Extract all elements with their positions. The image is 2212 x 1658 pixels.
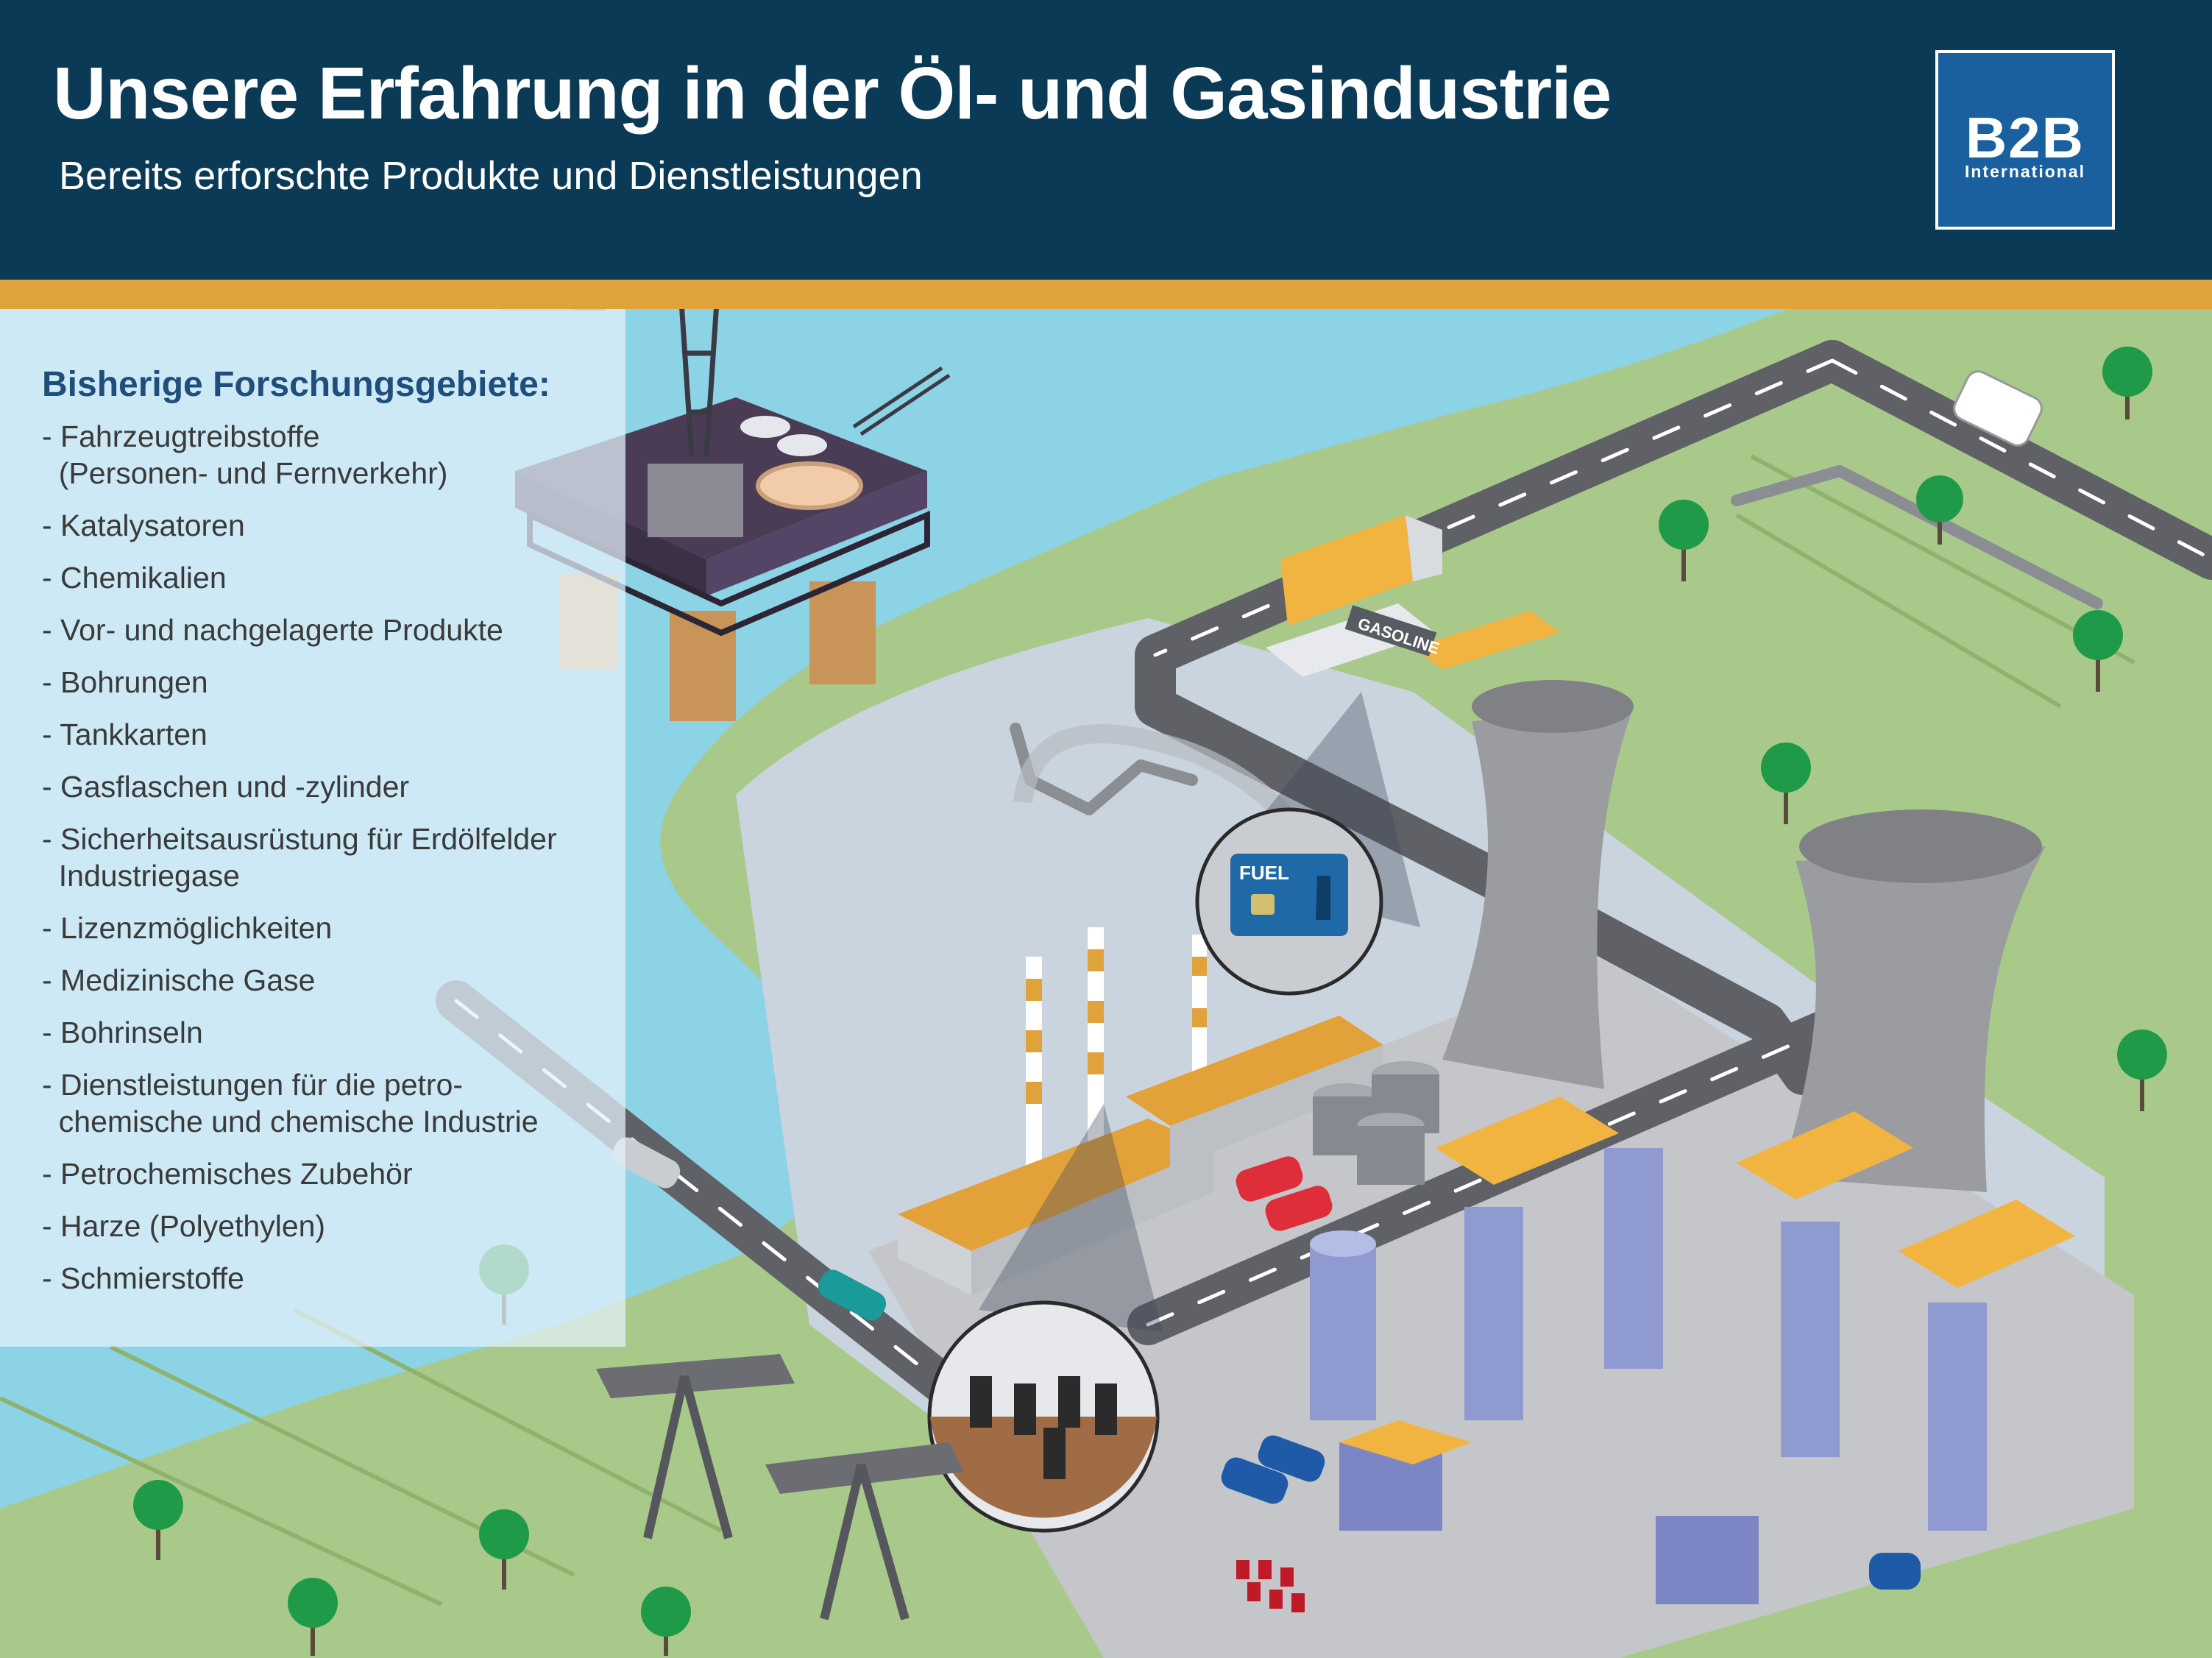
- logo-wordmark: B2B: [1965, 105, 2085, 170]
- list-item: - Harze (Polyethylen): [42, 1209, 326, 1243]
- gas-station: GASOLINE: [1266, 515, 1560, 677]
- list-item: - Dienstleistungen für die petro- chemis…: [42, 1068, 539, 1138]
- list-item: - Bohrinseln: [42, 1016, 203, 1049]
- fuel-card-label: FUEL: [1239, 862, 1289, 884]
- pumpjacks: [596, 1354, 964, 1620]
- storage-tanks: [1310, 1061, 2075, 1604]
- barrels: [1236, 1560, 1305, 1612]
- list-item: - Sicherheitsausrüstung für Erdölfelder …: [42, 822, 557, 893]
- list-item: - Fahrzeugtreibstoffe (Personen- und Fer…: [42, 419, 448, 490]
- list-item: - Petrochemisches Zubehör: [42, 1157, 413, 1191]
- list-item: - Tankkarten: [42, 718, 208, 751]
- page-subtitle: Bereits erforschte Produkte und Dienstle…: [59, 154, 923, 198]
- accent-stripe: [0, 280, 2212, 309]
- drilling-zoom: [927, 1104, 1163, 1533]
- research-list: - Fahrzeugtreibstoffe (Personen- und Fer…: [42, 418, 557, 1312]
- fuel-card-zoom: [1195, 692, 1420, 996]
- list-item: - Medizinische Gase: [42, 963, 316, 997]
- logo-subtext: International: [1964, 162, 2085, 181]
- list-item: - Vor- und nachgelagerte Produkte: [42, 613, 503, 647]
- trees: [133, 347, 2167, 1656]
- b2b-logo: B2B International: [1935, 50, 2115, 230]
- research-panel: [0, 309, 625, 1347]
- list-item: - Katalysatoren: [42, 509, 245, 542]
- field-lines: [0, 454, 2135, 1606]
- list-item: - Gasflaschen und -zylinder: [42, 770, 410, 804]
- header-bar: Unsere Erfahrung in der Öl- und Gasindus…: [0, 0, 2212, 280]
- vehicles: [612, 370, 2043, 1590]
- research-heading: Bisherige Forschungsgebiete:: [42, 365, 550, 404]
- list-item: - Chemikalien: [42, 561, 227, 595]
- list-item: - Schmierstoffe: [42, 1261, 244, 1295]
- cooling-towers: [1442, 680, 2046, 1192]
- list-item: - Bohrungen: [42, 665, 208, 699]
- page-title: Unsere Erfahrung in der Öl- und Gasindus…: [53, 52, 1612, 135]
- list-item: - Lizenzmöglichkeiten: [42, 911, 333, 945]
